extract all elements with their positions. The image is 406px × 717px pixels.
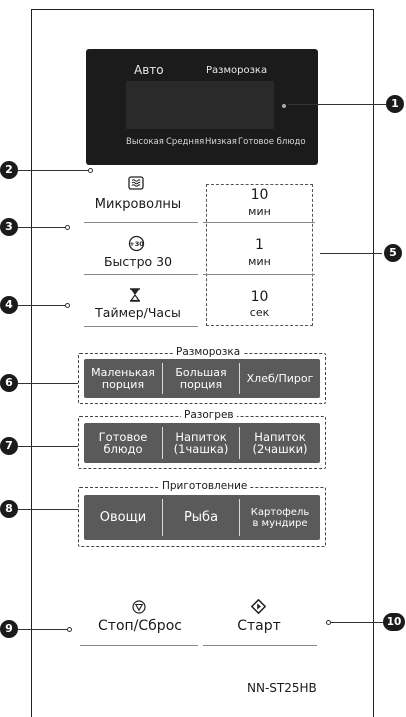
cook-separator-1 — [162, 499, 163, 536]
callout-line-10 — [331, 622, 383, 623]
start-label: Старт — [237, 618, 281, 634]
cook-bar — [84, 495, 320, 540]
power-level-high: Высокая — [126, 137, 164, 147]
start-underline — [203, 645, 317, 646]
time-key-10sec-value: 10 — [250, 289, 269, 305]
display-screen: Авто Разморозка Высокая Средняя Низкая Г… — [86, 49, 318, 165]
time-keys-frame — [206, 184, 313, 326]
callout-8: 8 — [0, 500, 18, 518]
time-key-separator-2 — [203, 274, 315, 275]
start-icon — [251, 599, 266, 614]
defrost-bar — [84, 359, 320, 398]
microwave-label: Микроволны — [94, 197, 182, 212]
model-number: NN-ST25HB — [247, 681, 317, 695]
power-level-ready-meal: Готовое блюдо — [238, 137, 306, 147]
callout-dot-9 — [67, 627, 72, 632]
callout-4: 4 — [0, 296, 18, 314]
callout-7: 7 — [0, 437, 18, 455]
callout-line-3 — [18, 227, 66, 228]
microwave-waves-icon — [128, 176, 144, 190]
defrost-small-portion-button[interactable]: Маленькая порция — [91, 365, 155, 391]
callout-line-8 — [18, 509, 78, 510]
callout-10: 10 — [383, 613, 405, 631]
callout-line-4 — [18, 305, 66, 306]
cook-group-title: Приготовление — [159, 480, 251, 492]
quick30-underline — [84, 274, 198, 275]
callout-line-7 — [18, 446, 78, 447]
defrost-group-title: Разморозка — [173, 346, 244, 358]
cook-fish-button[interactable]: Рыба — [183, 509, 219, 525]
power-level-low: Низкая — [205, 137, 237, 147]
cook-separator-2 — [239, 499, 240, 536]
display-defrost-label: Разморозка — [206, 65, 268, 76]
power-level-medium: Средняя — [166, 137, 205, 147]
quick30-icon: +30 — [128, 235, 144, 252]
time-key-10min-unit: мин — [248, 205, 271, 218]
callout-line-9 — [18, 629, 68, 630]
cook-jacket-potato-button[interactable]: Картофель в мундире — [250, 506, 310, 529]
defrost-separator-1 — [162, 363, 163, 394]
reheat-bar — [84, 423, 320, 463]
reheat-separator-1 — [162, 427, 163, 459]
reheat-ready-meal-button[interactable]: Готовое блюдо — [98, 430, 148, 456]
quick30-icon-text: +30 — [129, 240, 144, 248]
callout-9: 9 — [0, 620, 18, 638]
callout-dot-2 — [88, 168, 93, 173]
defrost-bread-cake-button[interactable]: Хлеб/Пирог — [246, 371, 314, 385]
display-indicator — [282, 104, 286, 108]
hourglass-icon — [129, 288, 141, 302]
defrost-separator-2 — [239, 363, 240, 394]
reheat-group-title: Разогрев — [181, 409, 237, 421]
time-key-1min-value: 1 — [255, 237, 264, 253]
time-key-10min-value: 10 — [250, 187, 269, 203]
callout-dot-4 — [65, 303, 70, 308]
display-digits-area — [126, 81, 274, 129]
reheat-drink-2cups-button[interactable]: Напиток (2чашки) — [252, 430, 308, 456]
callout-5: 5 — [384, 244, 402, 262]
time-key-10sec-unit: сек — [249, 306, 270, 319]
defrost-large-portion-button[interactable]: Большая порция — [175, 365, 227, 391]
callout-line-6 — [18, 383, 78, 384]
callout-dot-3 — [65, 225, 70, 230]
timer-underline — [84, 326, 198, 327]
microwave-underline — [84, 222, 198, 223]
reheat-drink-1cup-button[interactable]: Напиток (1чашка) — [173, 430, 229, 456]
display-auto-label: Авто — [134, 63, 164, 77]
timer-label: Таймер/Часы — [95, 305, 181, 320]
callout-line-2 — [18, 170, 90, 171]
callout-line-5 — [320, 253, 382, 254]
callout-3: 3 — [0, 218, 18, 236]
stop-underline — [80, 645, 198, 646]
time-key-1min-unit: мин — [248, 255, 271, 268]
reheat-separator-2 — [239, 427, 240, 459]
time-key-separator-1 — [203, 222, 315, 223]
cook-vegetables-button[interactable]: Овощи — [99, 509, 147, 525]
callout-6: 6 — [0, 374, 18, 392]
stop-reset-label: Стоп/Сброс — [98, 618, 182, 634]
quick30-label: Быстро 30 — [103, 254, 173, 269]
callout-1: 1 — [386, 95, 404, 113]
callout-2: 2 — [0, 161, 18, 179]
callout-line-1 — [288, 104, 388, 105]
stop-icon — [132, 600, 146, 614]
callout-dot-10 — [326, 620, 331, 625]
